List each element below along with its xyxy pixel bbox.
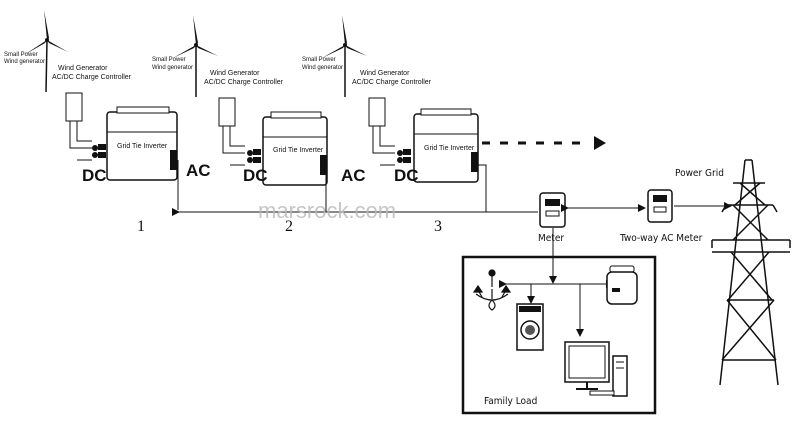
dc-wire — [372, 126, 395, 154]
watermark-text: marsrock.com — [258, 198, 396, 223]
grid-tie-inverter: Grid Tie Inverter — [106, 106, 178, 181]
dc-connectors — [92, 144, 106, 158]
dc-connectors — [397, 149, 411, 163]
unit-number: 3 — [434, 218, 442, 235]
turbine-label-line1: Small Power — [152, 57, 186, 63]
inverter-label: Grid Tie Inverter — [424, 145, 475, 152]
ac-wire — [478, 164, 487, 212]
turbine-label-line2: Wind generator — [302, 65, 343, 71]
generation-unit-1: Small Power Wind generator Wind Generato… — [4, 10, 211, 235]
washing-machine-icon — [516, 303, 544, 351]
family-load-box — [461, 255, 657, 415]
grid-tie-inverter: Grid Tie Inverter — [262, 111, 328, 186]
chandelier-icon — [472, 269, 512, 311]
dc-wire — [69, 121, 92, 149]
dc-connectors — [247, 149, 261, 163]
dc-wire — [76, 121, 92, 142]
family-load-label: Family Load — [484, 396, 537, 407]
controller-label-line2: AC/DC Charge Controller — [352, 79, 432, 86]
grid-tie-inverter: Grid Tie Inverter — [413, 108, 479, 183]
rice-cooker-icon — [606, 265, 638, 305]
controller-label-line1: Wind Generator — [210, 70, 260, 77]
inverter-label: Grid Tie Inverter — [117, 143, 168, 150]
generation-unit-3: Small Power Wind generator Wind Generato… — [302, 15, 487, 235]
dc-wire — [222, 126, 245, 154]
dc-label: DC — [82, 166, 107, 185]
meter-icon — [539, 192, 566, 228]
wind-turbine-icon — [24, 10, 68, 93]
unit-number: 1 — [137, 218, 145, 235]
power-tower-icon — [711, 159, 791, 386]
charge-controller-box — [218, 97, 236, 127]
ac-label: AC — [186, 161, 211, 180]
controller-label-line1: Wind Generator — [58, 65, 108, 72]
inverter-label: Grid Tie Inverter — [273, 147, 324, 154]
turbine-label-line2: Wind generator — [152, 65, 193, 71]
turbine-label-line2: Wind generator — [4, 59, 45, 65]
turbine-label-line1: Small Power — [4, 52, 38, 58]
turbine-label-line1: Small Power — [302, 57, 336, 63]
generation-unit-2: Small Power Wind generator Wind Generato… — [152, 15, 366, 235]
dc-label: DC — [394, 166, 419, 185]
two-way-meter-label: Two-way AC Meter — [619, 233, 703, 244]
controller-label-line2: AC/DC Charge Controller — [204, 79, 284, 86]
two-way-meter-icon — [647, 189, 673, 223]
dc-label: DC — [243, 166, 268, 185]
meter-label: Meter — [538, 233, 564, 244]
wind-turbine-icon — [322, 15, 367, 97]
controller-label-line2: AC/DC Charge Controller — [52, 74, 132, 81]
wind-turbine-icon — [173, 15, 218, 97]
unit-number: 2 — [285, 218, 293, 235]
ac-label: AC — [341, 166, 366, 185]
controller-label-line1: Wind Generator — [360, 70, 410, 77]
dc-wire — [379, 126, 395, 147]
computer-icon — [564, 341, 628, 397]
power-grid-label: Power Grid — [675, 168, 724, 179]
dc-wire — [229, 126, 245, 147]
charge-controller-box — [65, 92, 83, 122]
continuation-arrow — [482, 136, 606, 150]
charge-controller-box — [368, 97, 386, 127]
